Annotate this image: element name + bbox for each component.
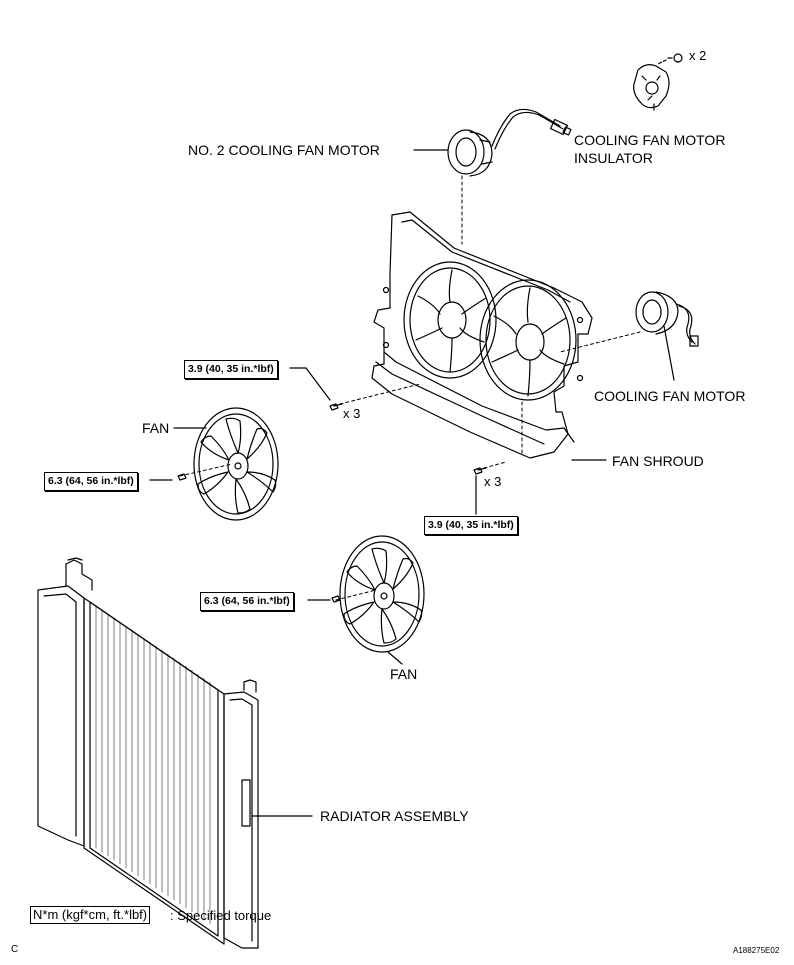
leader-cooling-fan-motor: [663, 325, 675, 381]
radiator-assembly-icon: [37, 557, 259, 949]
label-cooling-fan-motor: COOLING FAN MOTOR: [594, 388, 746, 404]
qty-shroud-bolts-right: x 3: [484, 474, 502, 489]
label-cooling-fan-motor-insulator-line1: COOLING FAN MOTOR: [574, 132, 726, 148]
torque-fan-nut-lower: 6.3 (64, 56 in.*lbf): [200, 592, 294, 611]
qty-shroud-bolts-left: x 3: [343, 406, 361, 421]
fan-shroud-icon: [371, 211, 593, 459]
cooling-fan-motor-insulator-icon: [633, 64, 670, 111]
label-fan-lower: FAN: [390, 666, 418, 682]
shroud-bolt-left-icon: [329, 403, 343, 411]
upper-fan-icon: [177, 407, 279, 521]
alignment-lines: [179, 175, 641, 601]
torque-shroud-bolt-left: 3.9 (40, 35 in.*lbf): [184, 360, 278, 379]
torque-fan-nut-upper: 6.3 (64, 56 in.*lbf): [44, 472, 138, 491]
corner-letter: C: [11, 944, 19, 955]
label-cooling-fan-motor-insulator-line2: INSULATOR: [574, 150, 653, 166]
figure-code: A188275E02: [733, 946, 780, 955]
label-no2-cooling-fan-motor: NO. 2 COOLING FAN MOTOR: [188, 142, 380, 158]
lower-fan-icon: [331, 535, 425, 653]
legend-torque-unit: N*m (kgf*cm, ft.*lbf): [30, 906, 151, 924]
label-radiator-assembly: RADIATOR ASSEMBLY: [320, 808, 469, 824]
label-fan-shroud: FAN SHROUD: [612, 453, 704, 469]
legend-description: : Specified torque: [170, 908, 272, 923]
qty-insulator-screws: x 2: [689, 48, 707, 63]
shroud-bolt-right-icon: [473, 467, 487, 475]
leader-fan-lower: [387, 651, 403, 665]
no2-cooling-fan-motor-icon: [447, 108, 572, 177]
torque-shroud-bolt-right: 3.9 (40, 35 in.*lbf): [424, 516, 518, 535]
insulator-screw-icon: [657, 53, 683, 65]
cooling-fan-motor-icon: [635, 291, 699, 347]
label-fan-upper: FAN: [142, 420, 170, 436]
